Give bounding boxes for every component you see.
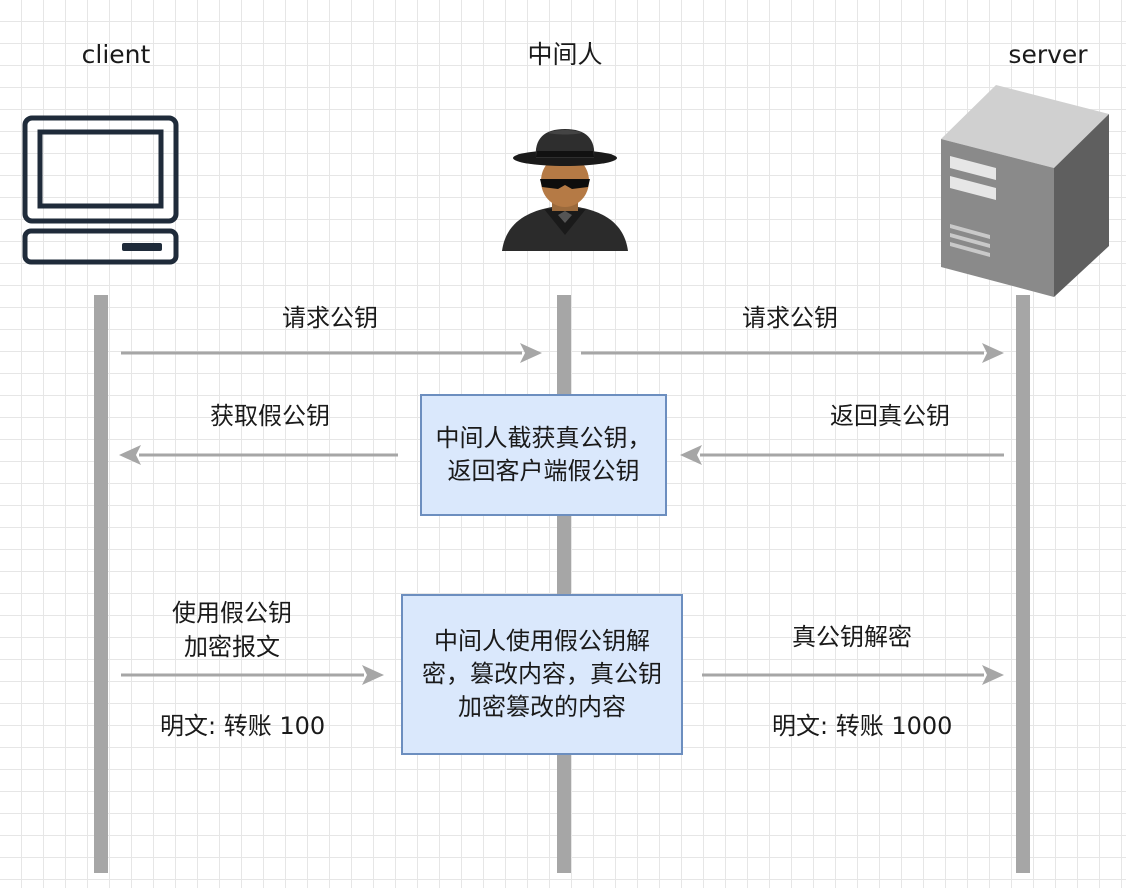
label-return-real-public-key: 返回真公钥 [830,402,950,430]
label-plaintext-100: 明文: 转账 100 [160,712,326,740]
actor-mitm-label: 中间人 [527,40,603,69]
note-tamper-text: 中间人使用假公钥解密，篡改内容，真公钥加密篡改的内容 [422,627,662,721]
note-intercept-text: 中间人截获真公钥，返回客户端假公钥 [435,424,652,485]
spy-hacker-icon [502,129,628,251]
label-decrypt-with-real-key: 真公钥解密 [792,623,912,651]
label-request-public-key-right: 请求公钥 [742,304,838,332]
actor-server-label: server [1008,40,1088,69]
arrowhead [520,343,542,363]
note-tamper-content: 中间人使用假公钥解密，篡改内容，真公钥加密篡改的内容 [401,594,683,755]
client-lifeline [94,295,108,873]
arrowhead [982,665,1004,685]
label-get-fake-public-key: 获取假公钥 [210,402,330,430]
desktop-computer-icon [22,115,179,265]
label-request-public-key-left: 请求公钥 [282,304,378,332]
server-tower-icon [941,85,1109,297]
arrowhead [119,445,141,465]
actor-client-label: client [81,40,151,69]
label-encrypt-with-fake-key-2: 加密报文 [184,633,280,661]
arrowhead [982,343,1004,363]
arrowhead [362,665,384,685]
label-encrypt-with-fake-key-1: 使用假公钥 [172,599,292,627]
arrowhead [680,445,702,465]
note-intercept-real-key: 中间人截获真公钥，返回客户端假公钥 [420,394,667,516]
server-lifeline [1016,295,1030,873]
label-plaintext-1000: 明文: 转账 1000 [772,712,953,740]
